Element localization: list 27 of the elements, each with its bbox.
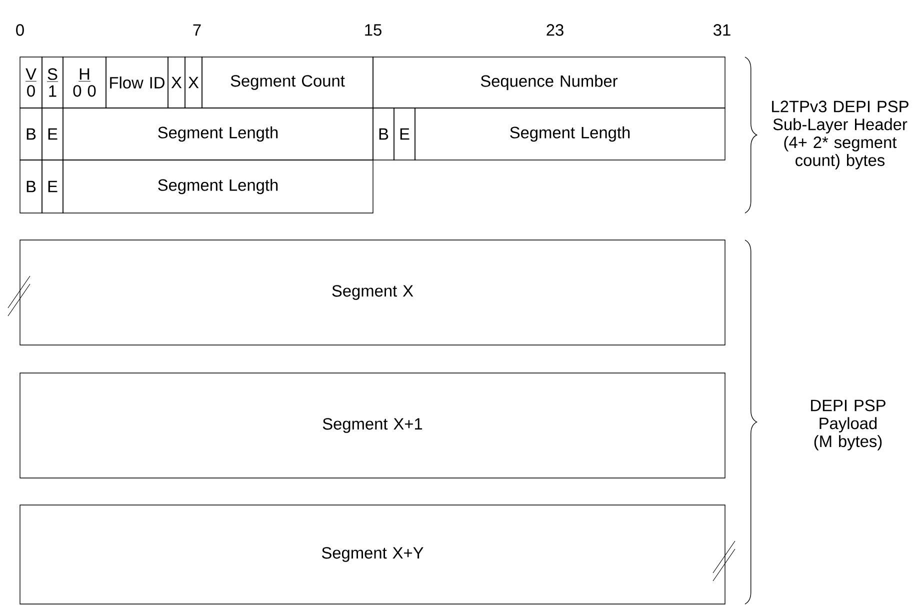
field-cell: X — [184, 56, 202, 108]
field-cell: X — [168, 56, 186, 108]
field-cell: Segment Length — [62, 108, 374, 160]
field-cell: H 0 0 — [62, 56, 106, 108]
field-cell: E — [42, 160, 64, 214]
brace-label: L2TPv3 DEPI PSP Sub-Layer Header (4+ 2* segment count) bytes — [772, 100, 908, 170]
segment-box: Segment X+1 — [20, 372, 726, 478]
brace-label: DEPI PSP Payload (M bytes) — [811, 400, 886, 450]
segment-box: Segment X — [20, 240, 726, 346]
field-cell: S 1 — [42, 56, 64, 108]
field-cell: Sequence Number — [372, 56, 726, 108]
field-cell: V 0 — [20, 56, 42, 108]
bit-number: 15 — [365, 24, 382, 36]
segment-box: Segment X+Y — [20, 504, 726, 604]
field-cell: E — [394, 108, 416, 160]
field-cell: E — [42, 108, 64, 160]
field-cell: Flow ID — [106, 56, 168, 108]
bit-number: 0 — [16, 24, 24, 36]
field-cell: Segment Count — [202, 56, 374, 108]
field-cell: Segment Length — [414, 108, 726, 160]
field-cell: B — [20, 160, 42, 214]
bit-number: 7 — [193, 24, 201, 36]
field-cell: B — [372, 108, 394, 160]
field-cell: Segment Length — [62, 160, 374, 214]
bit-number: 23 — [546, 24, 564, 36]
field-cell: B — [20, 108, 42, 160]
bit-number: 31 — [714, 24, 730, 36]
